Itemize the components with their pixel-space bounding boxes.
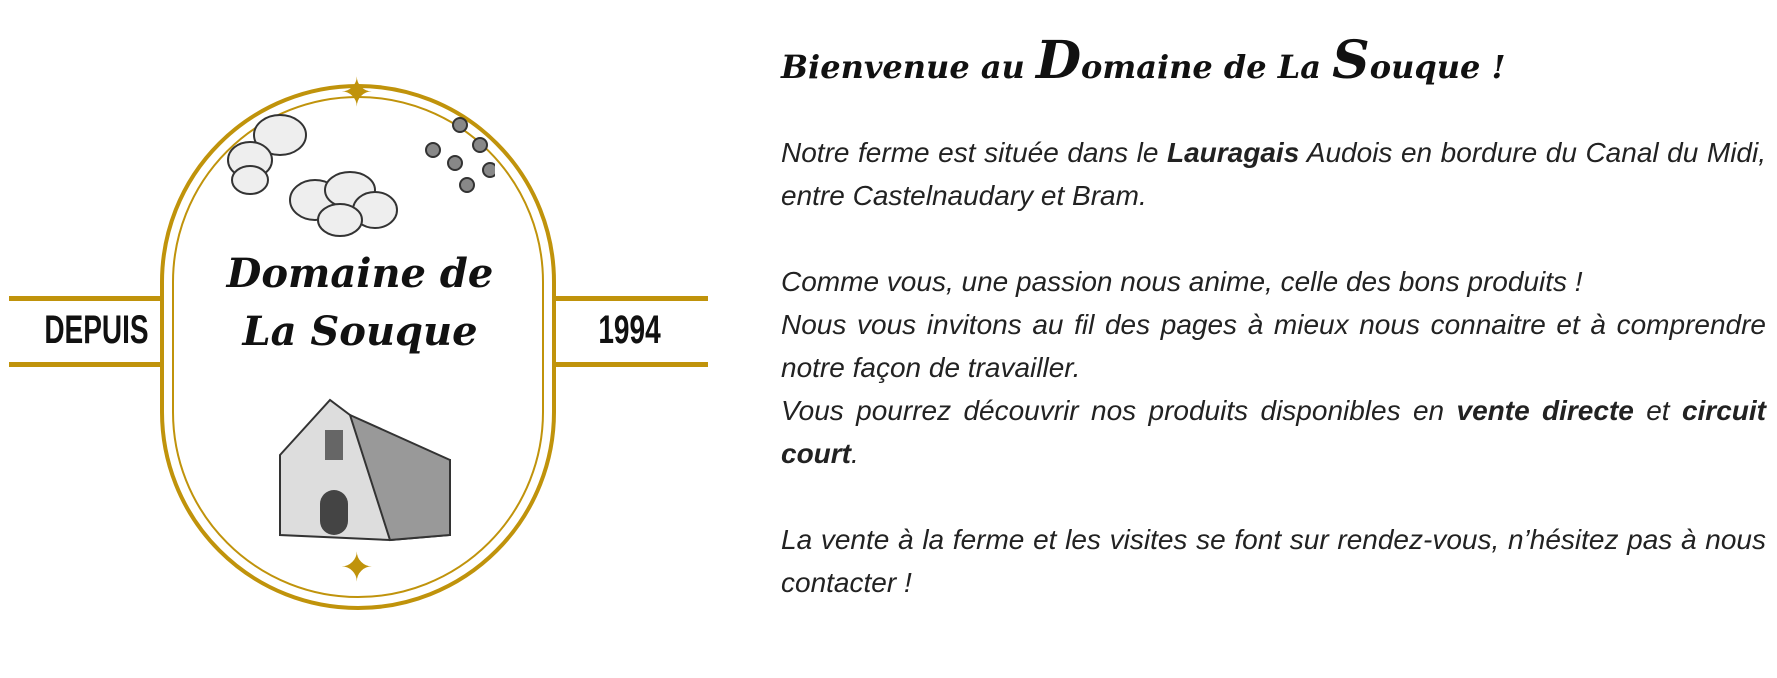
divider-line	[556, 296, 708, 301]
title-part: omaine de	[1081, 48, 1278, 86]
paragraph-visits: La vente à la ferme et les visites se fo…	[781, 524, 1766, 598]
text: Vous pourrez découvrir nos produits disp…	[781, 395, 1457, 426]
divider-line	[9, 362, 161, 367]
sparkle-icon: ✦	[340, 70, 374, 116]
logo-oval-inner	[172, 96, 544, 598]
logo-brand-name: Domaine de La Souque	[190, 245, 530, 361]
text-bold: vente directe	[1456, 395, 1634, 426]
logo-oval	[160, 84, 556, 610]
text-bold: circuit court	[781, 395, 1766, 469]
text: .	[851, 438, 859, 469]
sparkle-icon: ✦	[340, 545, 374, 591]
paragraph-location: Notre ferme est située dans le Lauragais…	[781, 131, 1766, 217]
nuts-illustration-icon	[227, 114, 495, 237]
text: et	[1633, 395, 1682, 426]
logo-line1: Domaine de	[226, 250, 494, 297]
title-part: S	[1332, 30, 1370, 91]
divider-line	[9, 296, 161, 301]
title-part: D	[1035, 30, 1082, 91]
logo-year: 1994	[598, 308, 661, 352]
farmhouse-illustration-icon	[279, 398, 451, 542]
welcome-title: Bienvenue au Domaine de La Souque !	[781, 30, 1766, 91]
domaine-logo: DEPUIS 1994 ✦ ✦ Domaine de La Souque	[0, 0, 720, 678]
welcome-text: Bienvenue au Domaine de La Souque ! Notr…	[781, 30, 1766, 604]
title-part: Bienvenue au	[781, 48, 1036, 86]
logo-line2: La Souque	[242, 308, 478, 355]
text: Notre ferme est située dans le	[781, 137, 1167, 168]
title-part: ouque !	[1369, 48, 1506, 86]
paragraph-passion: Comme vous, une passion nous anime, cell…	[781, 266, 1583, 297]
title-part: La	[1277, 48, 1333, 86]
text-bold: Lauragais	[1167, 137, 1300, 168]
divider-line	[556, 362, 708, 367]
text: Audois en bordure du Canal du Midi, entr…	[781, 137, 1767, 211]
paragraph-invite: Nous vous invitons au fil des pages à mi…	[781, 309, 1766, 383]
logo-depuis: DEPUIS	[44, 308, 149, 352]
paragraph-products: Vous pourrez découvrir nos produits disp…	[781, 389, 1766, 475]
